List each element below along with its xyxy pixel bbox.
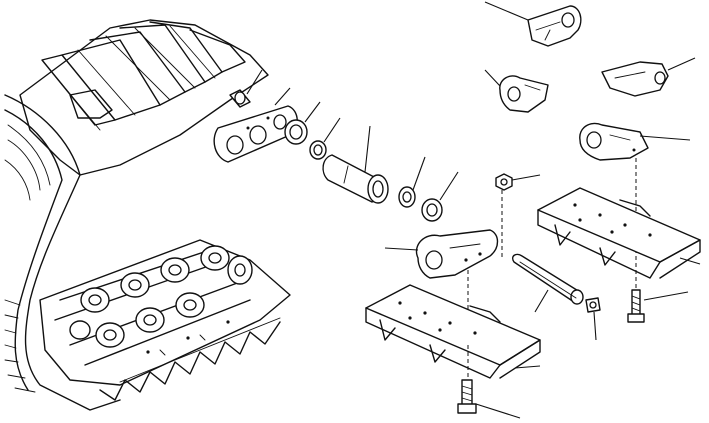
track-assembly — [4, 19, 291, 411]
nut — [495, 173, 541, 260]
bushing — [322, 125, 389, 204]
link-right-upper — [601, 57, 696, 97]
bolt-upper — [627, 289, 689, 323]
master-link-lower — [384, 229, 499, 335]
bolt-lower — [457, 379, 521, 419]
upper-track-shoes — [19, 19, 269, 176]
track-shoe-lower — [365, 284, 541, 380]
plug — [585, 297, 601, 341]
track-shoe-upper — [537, 187, 701, 279]
master-link — [213, 87, 298, 163]
seal — [284, 101, 321, 145]
master-link-right — [579, 122, 691, 290]
link-left — [484, 69, 549, 113]
chain-link-rollers — [69, 245, 253, 348]
dust-seal — [309, 117, 341, 160]
seal-outer — [421, 171, 459, 222]
pin — [398, 156, 426, 208]
master-pin — [512, 253, 584, 313]
spacer — [229, 69, 263, 108]
link-right — [484, 1, 582, 47]
lower-link-chain — [39, 239, 291, 401]
track-side-outline — [4, 94, 121, 411]
